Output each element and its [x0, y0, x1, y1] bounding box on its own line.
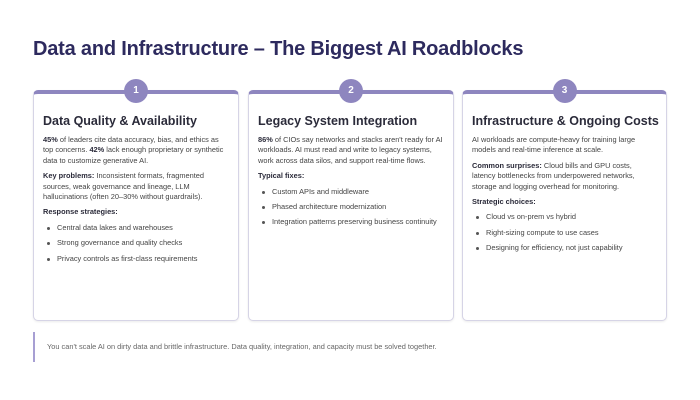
key-problems: Key problems: Inconsistent formats, frag…: [43, 171, 205, 202]
cards-container: 1 Data Quality & Availability 45% of lea…: [33, 79, 667, 321]
list-item: Phased architecture modernization: [258, 202, 444, 212]
list-label: Response strategies:: [43, 207, 118, 217]
list-label: Strategic choices:: [472, 197, 536, 207]
footer-callout: You can't scale AI on dirty data and bri…: [33, 332, 667, 362]
list-item: Central data lakes and warehouses: [43, 223, 229, 233]
stat-highlight: 86%: [258, 135, 273, 144]
list-item: Custom APIs and middleware: [258, 187, 444, 197]
common-surprises: Common surprises: Cloud bills and GPU co…: [472, 160, 635, 191]
card-intro: 86% of CIOs say networks and stacks aren…: [258, 135, 443, 165]
card-number-badge: 3: [552, 79, 577, 103]
page-title: Data and Infrastructure – The Biggest AI…: [33, 38, 524, 60]
stat-highlight: 42%: [89, 145, 105, 155]
card-title: Legacy System Integration: [258, 114, 418, 128]
card-intro: AI workloads are compute-heavy for train…: [472, 135, 636, 155]
bullet-list: Central data lakes and warehouses Strong…: [43, 223, 229, 264]
stat-highlight: 45%: [43, 135, 58, 144]
list-item: Strong governance and quality checks: [43, 238, 229, 248]
card-number-badge: 2: [339, 79, 363, 103]
list-label: Typical fixes:: [258, 171, 305, 181]
bullet-list: Cloud vs on-prem vs hybrid Right-sizing …: [472, 212, 657, 253]
bullet-list: Custom APIs and middleware Phased archit…: [258, 187, 444, 228]
card-title: Data Quality & Availability: [43, 114, 197, 128]
card-data-quality: 1 Data Quality & Availability 45% of lea…: [33, 79, 239, 321]
card-infrastructure-costs: 3 Infrastructure & Ongoing Costs AI work…: [462, 79, 667, 321]
list-item: Integration patterns preserving business…: [258, 217, 444, 227]
card-number-badge: 1: [124, 79, 148, 103]
card-title: Infrastructure & Ongoing Costs: [472, 114, 659, 128]
common-surprises-label: Common surprises:: [472, 160, 542, 170]
card-legacy-integration: 2 Legacy System Integration 86% of CIOs …: [248, 79, 454, 321]
list-item: Right-sizing compute to use cases: [472, 228, 657, 238]
list-item: Cloud vs on-prem vs hybrid: [472, 212, 657, 222]
key-problems-label: Key problems:: [43, 171, 95, 181]
list-item: Privacy controls as first-class requirem…: [43, 254, 229, 264]
list-item: Designing for efficiency, not just capab…: [472, 243, 657, 253]
card-intro: 45% of leaders cite data accuracy, bias,…: [43, 135, 224, 165]
